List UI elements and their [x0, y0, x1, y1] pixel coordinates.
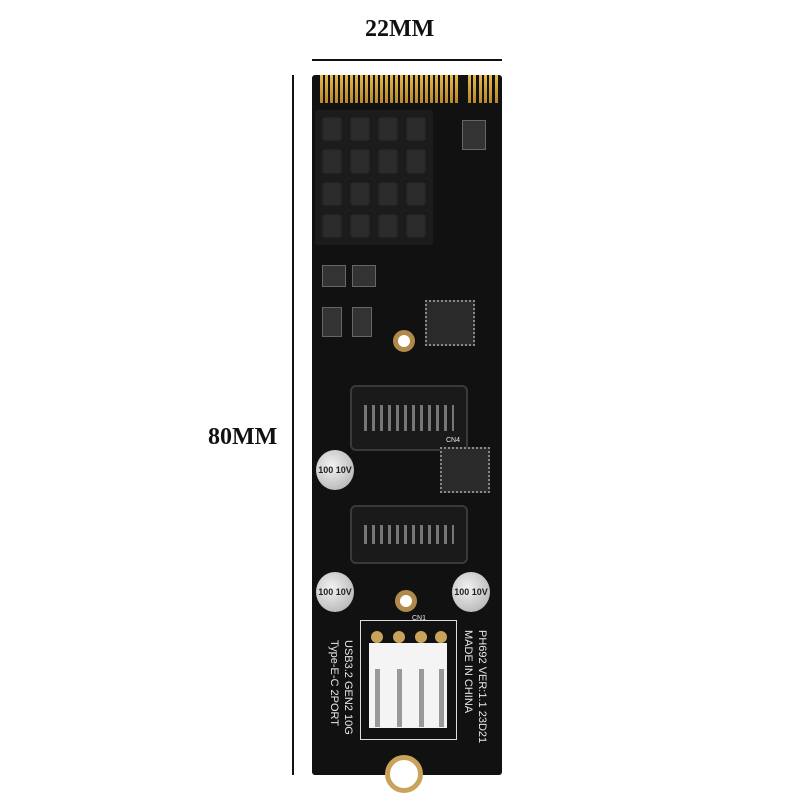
capacitor: 100 10V — [452, 572, 490, 612]
gold-finger — [435, 75, 438, 103]
gold-finger — [400, 75, 403, 103]
gold-finger — [410, 75, 413, 103]
gold-finger — [473, 75, 477, 103]
mounting-hole — [393, 330, 415, 352]
gold-finger — [350, 75, 353, 103]
gold-finger — [385, 75, 388, 103]
power-connector — [360, 620, 457, 740]
controller-chip — [440, 447, 490, 493]
length-dimension-label: 80MM — [208, 424, 278, 450]
gold-edge-connector — [320, 75, 460, 103]
controller-chip — [425, 300, 475, 346]
gold-finger — [325, 75, 328, 103]
silkscreen-spec: USB3.2 GEN2 10G — [342, 640, 354, 735]
gold-finger — [380, 75, 383, 103]
silkscreen-origin: MADE IN CHINA — [462, 630, 474, 714]
gold-finger — [430, 75, 433, 103]
silkscreen-port: Type-E-C 2PORT — [328, 640, 340, 726]
gold-finger — [440, 75, 443, 103]
gold-finger — [340, 75, 343, 103]
gold-finger — [365, 75, 368, 103]
heatsink — [315, 110, 433, 245]
gold-finger — [390, 75, 393, 103]
usb-header-connector — [350, 385, 468, 451]
gold-finger — [420, 75, 423, 103]
gold-finger — [335, 75, 338, 103]
gold-finger — [375, 75, 378, 103]
m2-pcb-board: CN4 100 10V 100 10V 100 10V CN1 USB3.2 G… — [312, 75, 502, 793]
gold-finger — [355, 75, 358, 103]
length-dimension-line — [292, 75, 294, 775]
gold-finger — [345, 75, 348, 103]
gold-finger — [415, 75, 418, 103]
inductor — [322, 265, 346, 287]
capacitor: 100 10V — [316, 450, 354, 490]
gold-finger — [360, 75, 363, 103]
width-dimension-line — [312, 59, 502, 61]
gold-finger — [489, 75, 493, 103]
component — [462, 120, 486, 150]
gold-finger — [484, 75, 487, 103]
gold-finger — [494, 75, 498, 103]
gold-finger — [395, 75, 398, 103]
gold-finger — [320, 75, 323, 103]
inductor — [352, 265, 376, 287]
gold-finger — [370, 75, 373, 103]
usb-header-connector — [350, 505, 468, 564]
width-dimension-label: 22MM — [365, 16, 435, 42]
mounting-hole — [395, 590, 417, 612]
gold-finger — [450, 75, 453, 103]
silkscreen-version: PH692 VER:1.1 23D21 — [476, 630, 488, 744]
gold-finger — [330, 75, 333, 103]
gold-finger — [425, 75, 428, 103]
component — [322, 307, 342, 337]
connector-label: CN1 — [412, 615, 427, 622]
gold-finger — [468, 75, 471, 103]
gold-finger — [478, 75, 482, 103]
gold-finger — [455, 75, 458, 103]
gold-finger — [445, 75, 448, 103]
gold-edge-connector-key — [468, 75, 500, 103]
screw-notch — [385, 755, 423, 793]
connector-label: CN4 — [446, 437, 461, 444]
gold-finger — [405, 75, 408, 103]
component — [352, 307, 372, 337]
capacitor: 100 10V — [316, 572, 354, 612]
